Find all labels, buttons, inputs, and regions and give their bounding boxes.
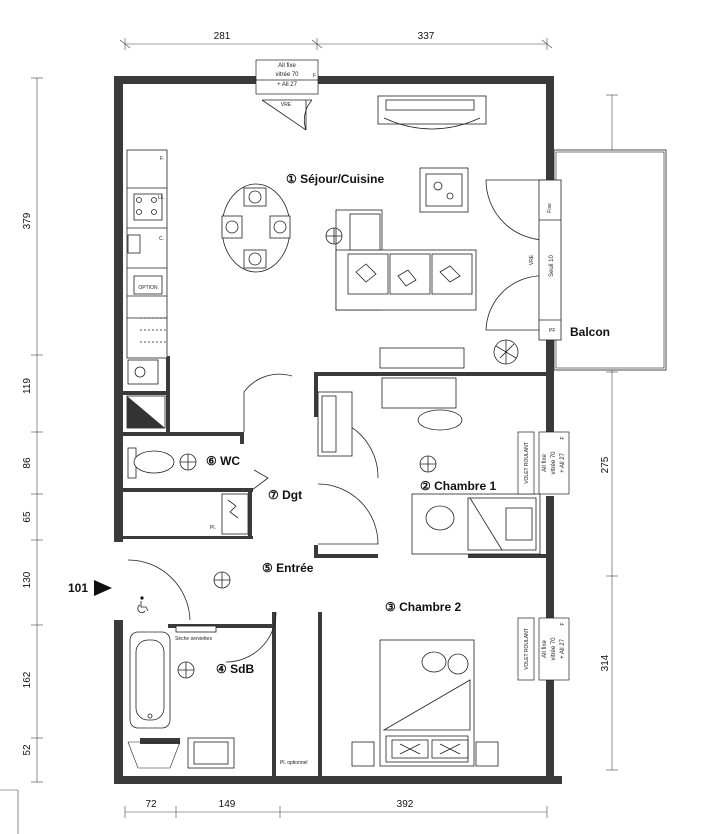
room-number-chambre1: ② [420,479,431,493]
dim-bottom-3: 392 [397,799,414,810]
top-window-line3: + All 27 [277,82,298,88]
light-points [177,227,437,679]
room-label-chambre2: ③ Chambre 2 [385,600,461,614]
chambre2-window-line2: vitrée 70 [551,637,557,661]
kitchen-counter [126,149,168,385]
bedroom2-furniture [351,639,499,767]
room-name-chambre2: Chambre 2 [399,600,462,614]
chambre2-window-mark: F [560,622,566,625]
balcony-door-vre: VRE [529,254,535,265]
dim-left-4: 65 [22,511,33,523]
chambre2-window-line3: + All 27 [560,638,566,659]
dim-left-1: 379 [22,212,33,229]
room-number-chambre2: ③ [385,600,396,614]
room-name-sdb: SdB [230,662,255,676]
kitchen-label-ll: LL. [158,195,165,201]
dim-right-3: 314 [600,654,611,671]
light-point-entree [213,571,231,589]
coffee-table [419,167,469,213]
light-point-sejour [325,227,343,245]
room-label-wc: ⑥ WC [206,454,240,468]
kitchen-option-label: OPTION [138,285,158,291]
accessibility-icon [137,596,149,613]
room-number-sejour: ① [286,172,297,186]
balcony-door-threshold: Seuil 10 [549,254,555,276]
dim-left-5: 130 [22,571,33,588]
room-name-entree: Entrée [276,561,314,575]
pl-optionnel-label: Pl. optionnel [280,760,308,766]
chambre2-window [517,617,570,681]
dim-top-1: 281 [214,31,231,42]
room-number-wc: ⑥ [206,454,217,468]
chambre1-window-mark: F [560,436,566,439]
room-label-dgt: ⑦ Dgt [268,488,302,502]
top-window-line1: All fixe [278,63,296,69]
room-name-dgt: Dgt [282,488,303,502]
pl-label: Pl. [210,525,216,531]
chambre1-window-line2: vitrée 70 [551,451,557,475]
room-label-chambre1: ② Chambre 1 [420,479,496,493]
top-window [255,59,319,131]
light-point-chambre1 [419,455,437,473]
dining-table [221,183,291,273]
light-point-sdb [177,661,195,679]
room-label-sdb: ④ SdB [216,662,254,676]
dim-right-2: 275 [600,456,611,473]
room-number-sdb: ④ [216,662,227,676]
dim-left-3: 86 [22,457,33,469]
sofa [335,209,477,311]
balcony-door-top: Fixe [547,203,553,213]
room-name-wc: WC [220,454,241,468]
room-label-sejour: ① Séjour/Cuisine [286,172,384,186]
kitchen-label-c: C. [159,236,164,242]
top-window-line2: vitrée 70 [275,72,299,78]
room-number-entree: ⑤ [262,561,273,575]
bathroom-fixtures [127,625,235,769]
entry-arrow [94,580,112,596]
chambre2-shutter-label: VOLET ROULANT [524,628,530,670]
tv-unit [377,95,487,130]
top-window-sub: VRE [281,102,292,108]
chambre1-window-line3: + All 27 [560,452,566,473]
exterior-walls [114,76,562,784]
unit-number: 101 [68,581,89,595]
doors [127,179,547,663]
dim-left-7: 52 [22,744,33,756]
dim-left-2: 119 [22,378,33,394]
room-number-dgt: ⑦ [268,488,279,502]
chambre2-window-line1: All fixe [542,640,548,658]
balcony-door-pf: PF [549,328,555,334]
chambre1-window-line1: All fixe [542,454,548,472]
dim-top-2: 337 [418,31,435,42]
chambre1-window [517,431,570,495]
room-label-entree: ⑤ Entrée [262,561,313,575]
room-name-chambre1: Chambre 1 [434,479,497,493]
wc-fixtures [126,395,249,535]
top-window-mark: F [313,73,316,79]
room-name-sejour: Séjour/Cuisine [300,172,385,186]
room-label-balcon: Balcon [570,325,610,339]
balcony [538,149,667,371]
light-point-wc [179,453,197,471]
dim-left-6: 162 [22,671,33,688]
dim-bottom-2: 149 [219,799,236,810]
dim-bottom-1: 72 [145,799,157,810]
chambre1-shutter-label: VOLET ROULANT [524,442,530,484]
interior-walls [123,356,546,782]
plant [493,339,519,365]
kitchen-label-f: F. [160,156,164,162]
seche-serviettes-label: Sèche serviettes [175,636,212,642]
bedroom1-furniture [317,347,541,555]
